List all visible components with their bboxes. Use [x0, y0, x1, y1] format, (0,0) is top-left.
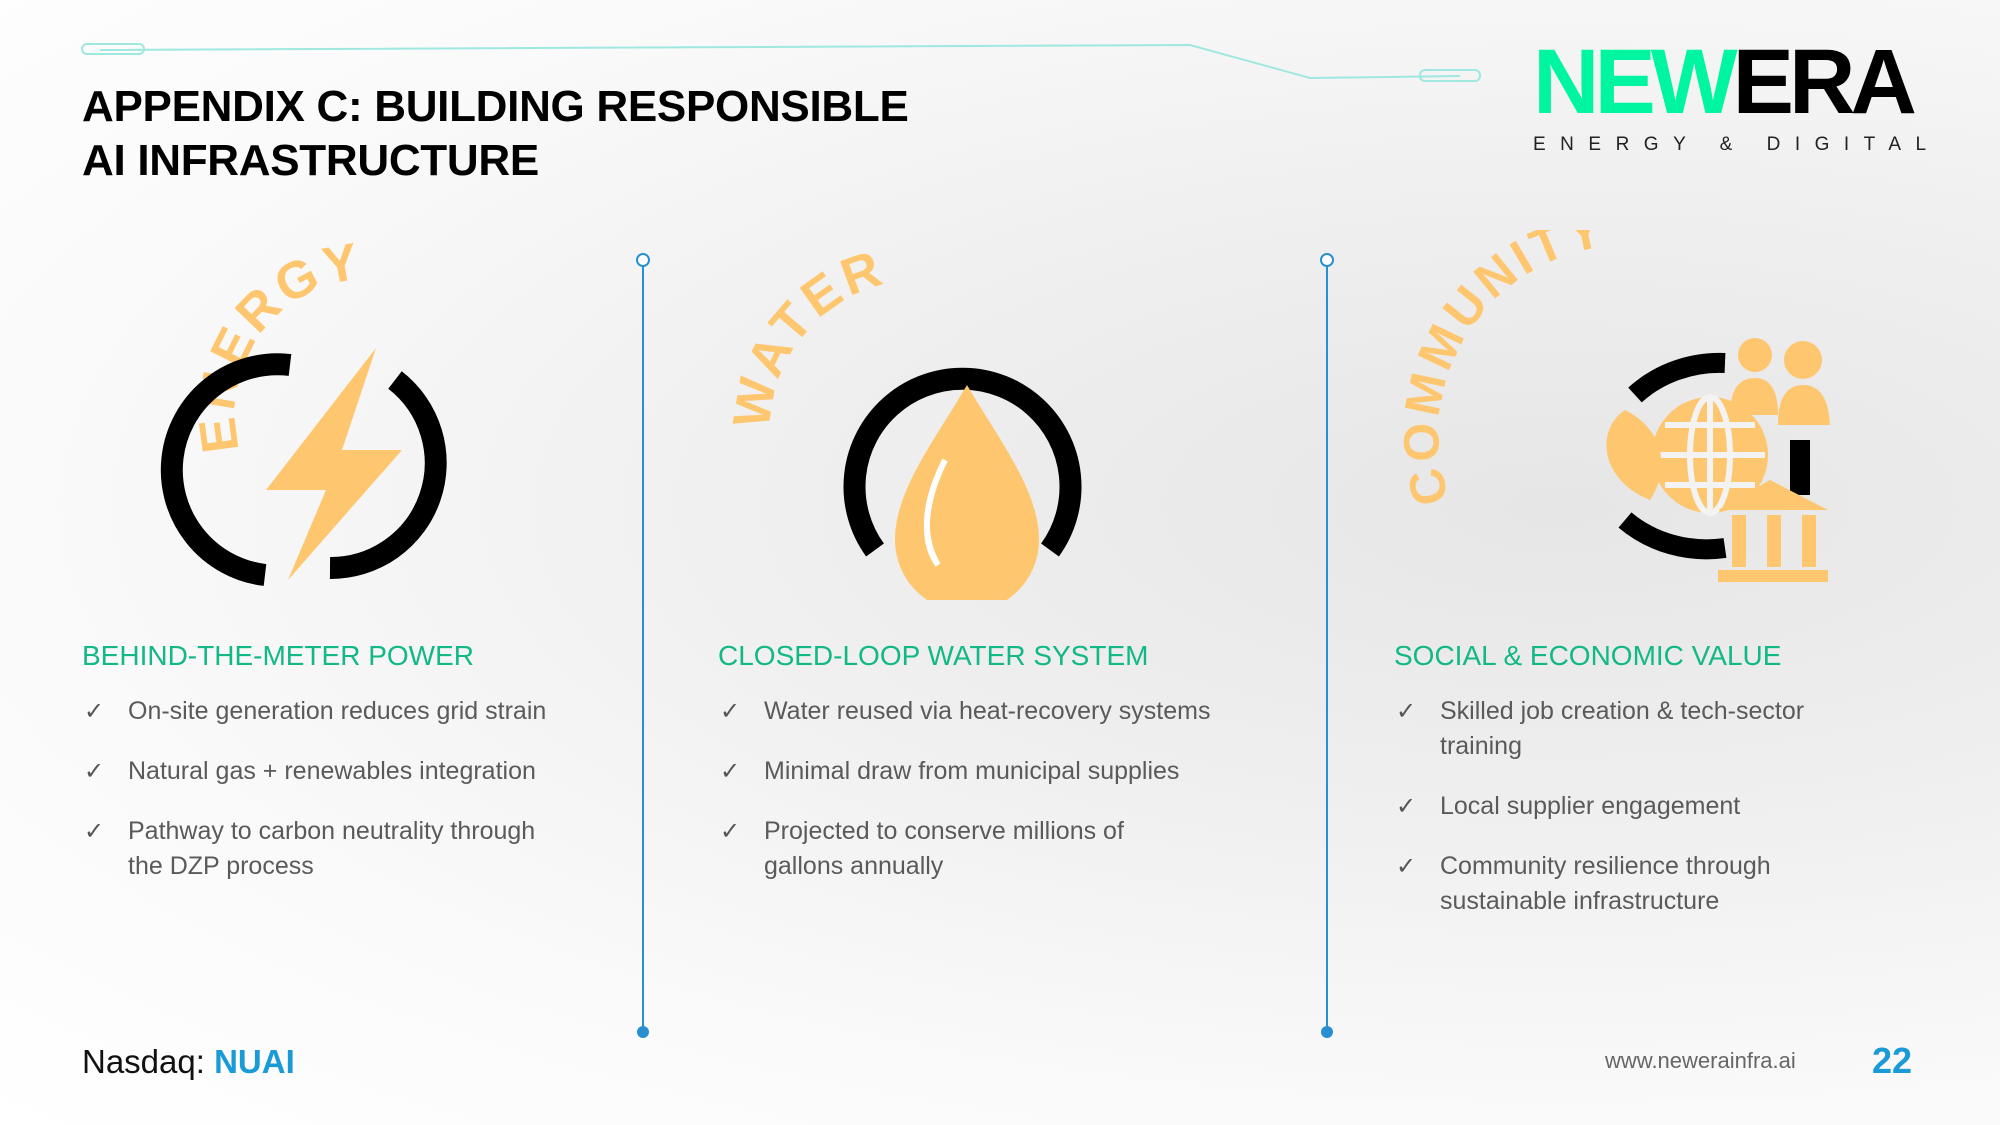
- column-heading: CLOSED-LOOP WATER SYSTEM: [718, 640, 1149, 671]
- community-column: SOCIAL & ECONOMIC VALUE ✓Skilled job cre…: [1394, 640, 1894, 944]
- check-icon: ✓: [1396, 853, 1417, 880]
- check-icon: ✓: [720, 818, 741, 845]
- list-item: ✓Community resilience through sustainabl…: [1394, 849, 1840, 919]
- page-title: APPENDIX C: BUILDING RESPONSIBLE AI INFR…: [82, 82, 909, 185]
- divider-top-dot: [636, 253, 650, 267]
- circuit-line-decoration: [81, 43, 1481, 82]
- check-icon: ✓: [84, 698, 105, 725]
- community-list: ✓Skilled job creation & tech-sector trai…: [1394, 694, 1894, 919]
- column-heading: BEHIND-THE-METER POWER: [82, 640, 474, 671]
- check-icon: ✓: [84, 758, 105, 785]
- column-heading: SOCIAL & ECONOMIC VALUE: [1394, 640, 1782, 671]
- check-icon: ✓: [84, 818, 105, 845]
- check-icon: ✓: [1396, 698, 1417, 725]
- column-divider: [642, 261, 644, 1032]
- divider-bottom-dot: [1321, 1026, 1333, 1038]
- website-url: www.newerainfra.ai: [1605, 1048, 1796, 1073]
- list-item: ✓Skilled job creation & tech-sector trai…: [1394, 694, 1860, 764]
- list-item: ✓Projected to conserve millions of gallo…: [718, 814, 1144, 884]
- divider-top-dot: [1320, 253, 1334, 267]
- list-item: ✓On-site generation reduces grid strain: [82, 694, 622, 729]
- list-item: ✓Minimal draw from municipal supplies: [718, 754, 1278, 789]
- divider-bottom-dot: [637, 1026, 649, 1038]
- svg-text:COMMUNITY: COMMUNITY: [1400, 230, 1610, 511]
- energy-list: ✓On-site generation reduces grid strain …: [82, 694, 622, 884]
- list-item: ✓Local supplier engagement: [1394, 789, 1894, 824]
- svg-text:WATER: WATER: [723, 240, 893, 432]
- water-column: CLOSED-LOOP WATER SYSTEM ✓Water reused v…: [718, 640, 1278, 909]
- company-logo: NEWERA ENERGY & DIGITAL: [1533, 31, 1941, 155]
- list-item: ✓Pathway to carbon neutrality through th…: [82, 814, 568, 884]
- water-list: ✓Water reused via heat-recovery systems …: [718, 694, 1278, 884]
- energy-column: BEHIND-THE-METER POWER ✓On-site generati…: [82, 640, 622, 909]
- lightning-power-icon: ENERGY: [160, 240, 447, 586]
- list-item: ✓Water reused via heat-recovery systems: [718, 694, 1278, 729]
- check-icon: ✓: [720, 698, 741, 725]
- nasdaq-ticker: Nasdaq: NUAI: [82, 1043, 295, 1080]
- check-icon: ✓: [720, 758, 741, 785]
- column-divider: [1326, 261, 1328, 1032]
- list-item: ✓Natural gas + renewables integration: [82, 754, 622, 789]
- page-number: 22: [1872, 1040, 1913, 1081]
- water-drop-icon: WATER: [723, 240, 1082, 600]
- community-cycle-icon: COMMUNITY: [1400, 230, 1830, 582]
- check-icon: ✓: [1396, 793, 1417, 820]
